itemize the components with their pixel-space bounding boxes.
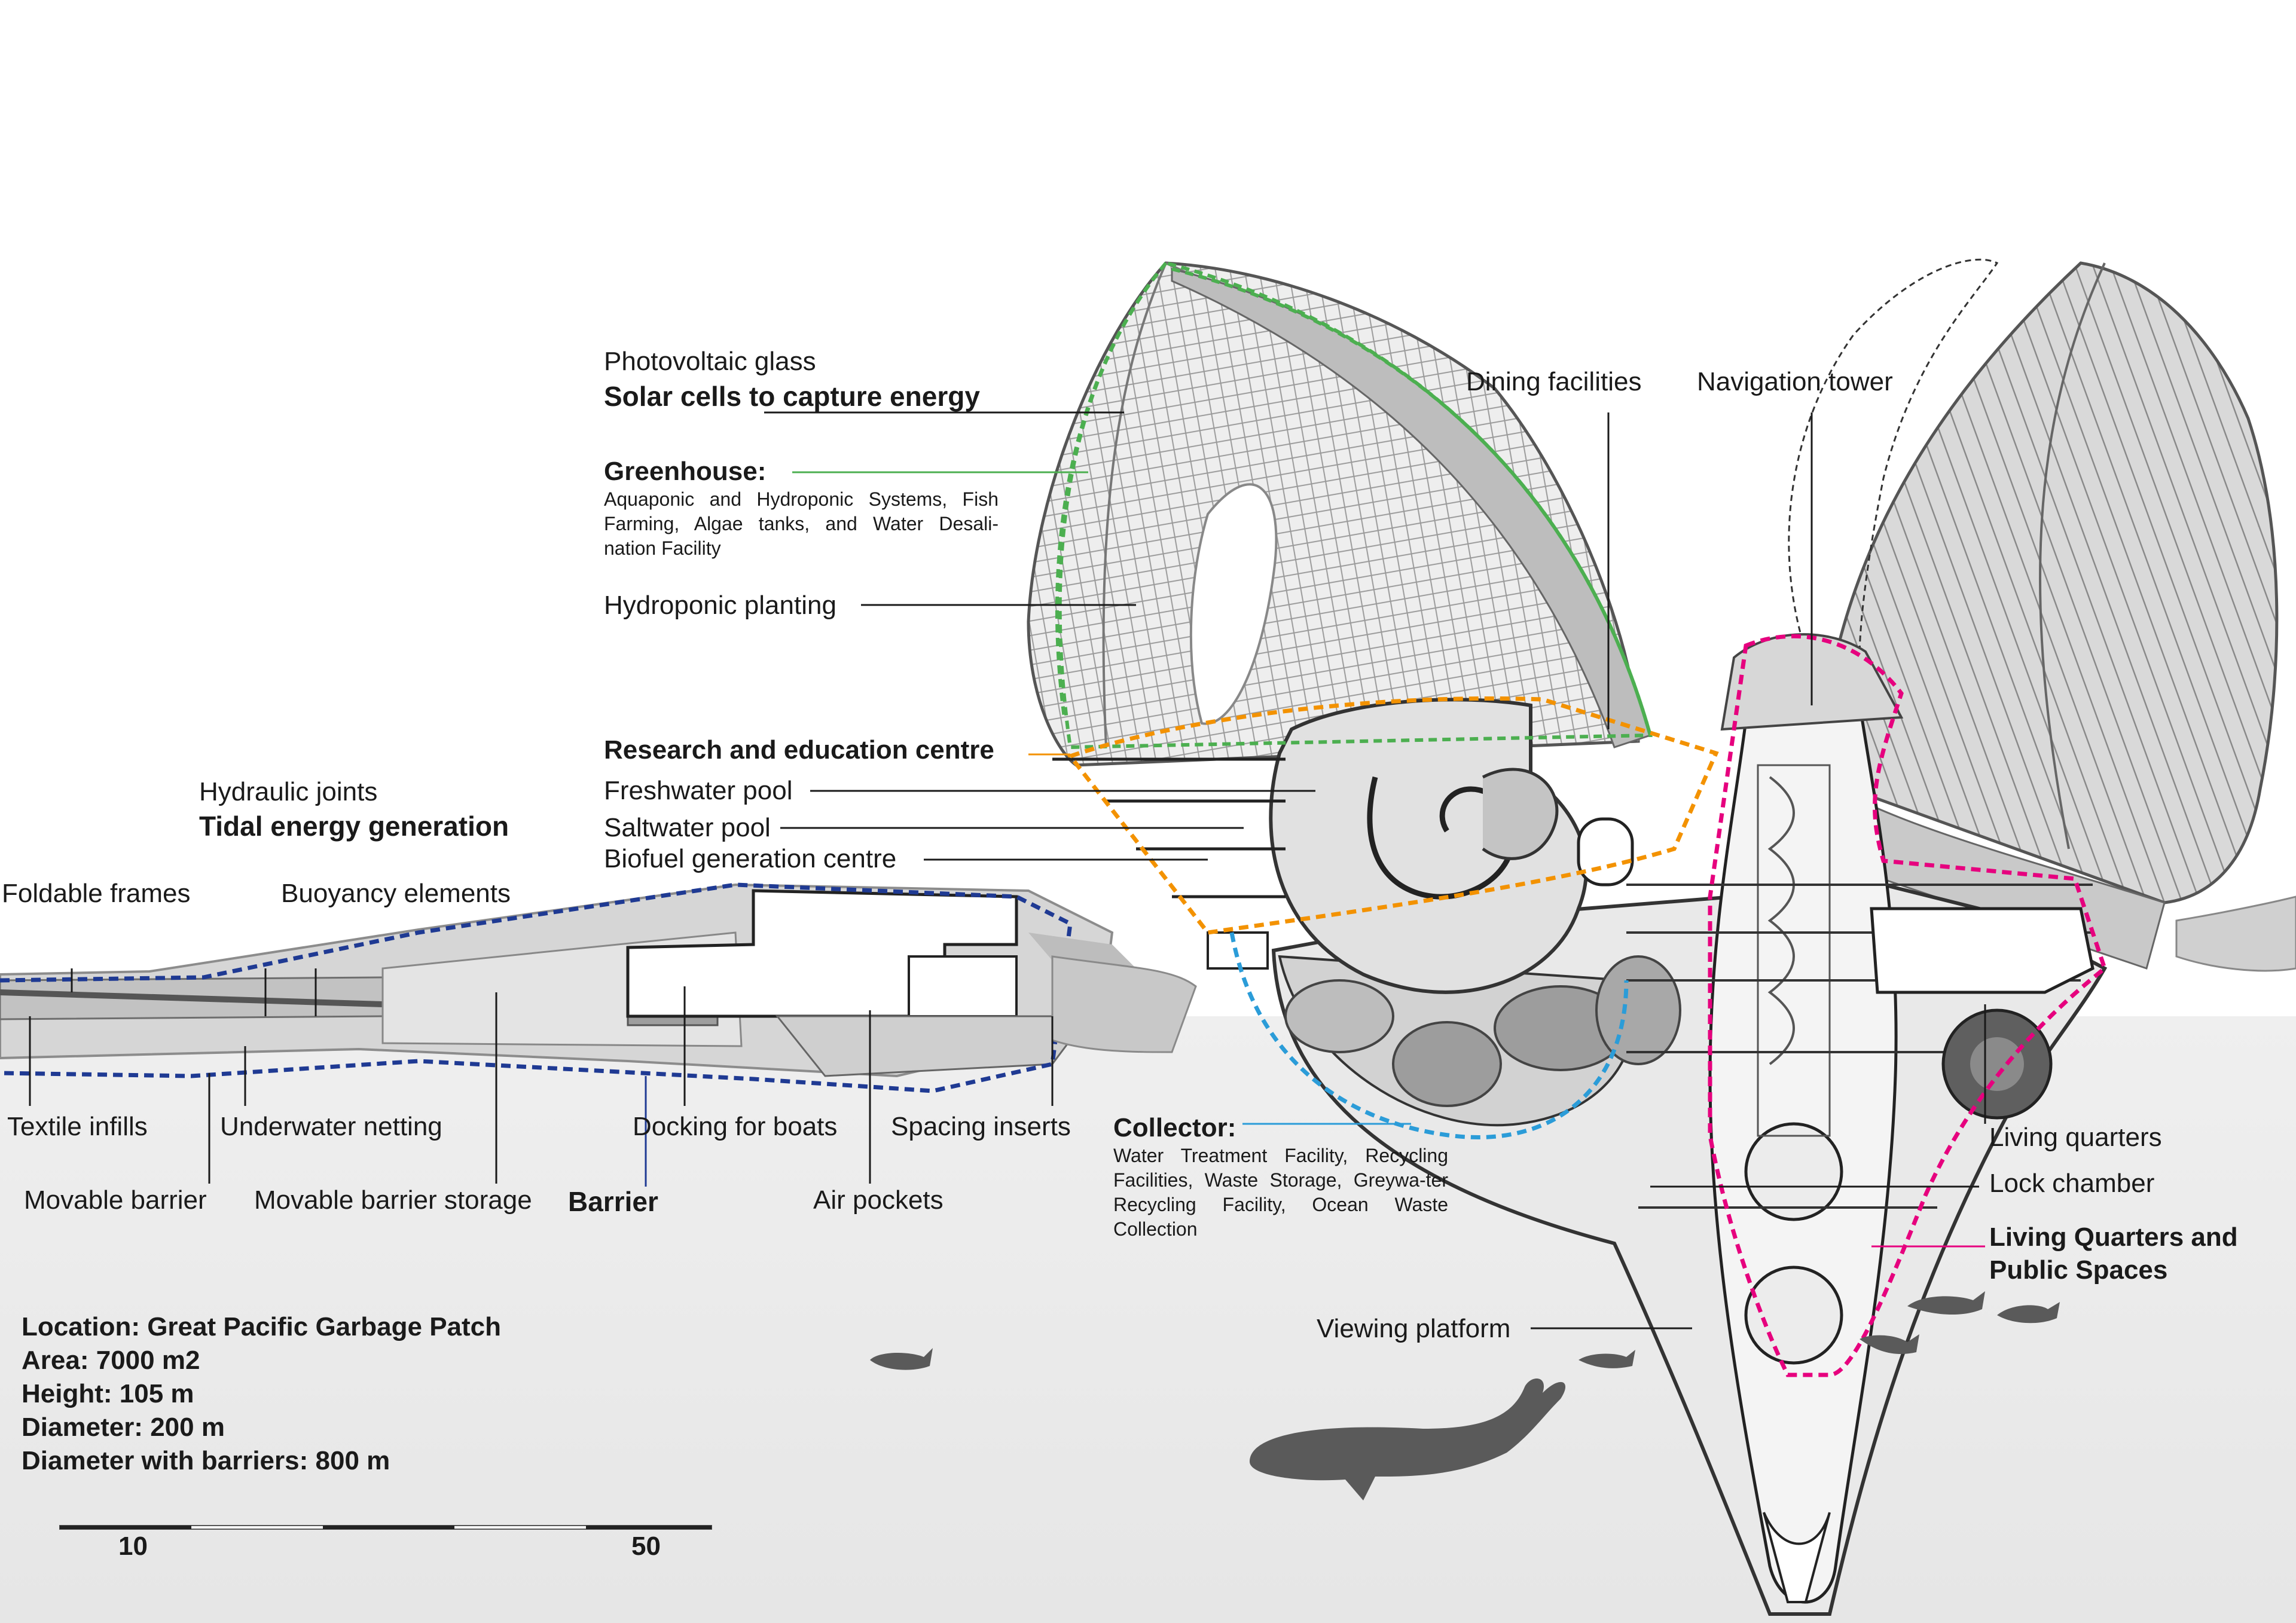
label-textile-infills: Textile infills xyxy=(7,1112,148,1141)
label-greenhouse: Greenhouse: xyxy=(604,457,767,486)
label-lock-chamber: Lock chamber xyxy=(1989,1169,2155,1198)
whale-silhouettes xyxy=(870,1291,2060,1500)
label-freshwater-pool: Freshwater pool xyxy=(604,776,793,805)
scale-bar xyxy=(59,1525,712,1530)
label-saltwater-pool: Saltwater pool xyxy=(604,813,771,842)
navigation-tower-outline xyxy=(1788,258,1999,659)
label-air-pockets: Air pockets xyxy=(813,1185,944,1215)
label-dining-facilities: Dining facilities xyxy=(1466,367,1642,396)
info-area: Area: 7000 m2 xyxy=(22,1346,200,1375)
scale-label-left: 10 xyxy=(118,1532,148,1561)
greenhouse-outline xyxy=(1058,261,1653,750)
label-hydroponic-planting: Hydroponic planting xyxy=(604,591,836,620)
label-solar-cells: Solar cells to capture energy xyxy=(604,381,980,412)
label-collector-desc: Water Treatment Facility, Recycling Faci… xyxy=(1113,1145,1448,1240)
label-collector: Collector: xyxy=(1113,1113,1236,1142)
label-navigation-tower: Navigation tower xyxy=(1697,367,1893,396)
collector-outline xyxy=(1229,932,1629,1140)
info-diameter-barriers: Diameter with barriers: 800 m xyxy=(22,1446,390,1475)
greenhouse-dome xyxy=(1027,261,1652,767)
label-living-public-1: Living Quarters and xyxy=(1989,1222,2238,1252)
label-hydraulic-joints: Hydraulic joints xyxy=(199,777,378,806)
info-diameter: Diameter: 200 m xyxy=(22,1413,225,1442)
label-docking: Docking for boats xyxy=(633,1112,838,1141)
label-tidal-energy: Tidal energy generation xyxy=(199,811,509,842)
label-barrier: Barrier xyxy=(568,1186,658,1217)
label-greenhouse-desc: Aquaponic and Hydroponic Systems, Fish F… xyxy=(604,488,999,559)
label-living-public-2: Public Spaces xyxy=(1989,1255,2168,1285)
label-movable-barrier: Movable barrier xyxy=(24,1185,207,1215)
living-outline xyxy=(1708,634,2108,1377)
leader-lines xyxy=(29,411,1986,1329)
label-underwater-netting: Underwater netting xyxy=(220,1112,442,1141)
label-living-quarters: Living quarters xyxy=(1989,1123,2162,1152)
label-buoyancy-elements: Buoyancy elements xyxy=(281,879,511,908)
info-height: Height: 105 m xyxy=(22,1379,194,1408)
research-outline xyxy=(1067,696,1719,935)
label-research-centre: Research and education centre xyxy=(604,735,994,765)
label-biofuel-centre: Biofuel generation centre xyxy=(604,844,897,873)
label-foldable-frames: Foldable frames xyxy=(2,879,191,908)
scale-label-right: 50 xyxy=(631,1532,661,1561)
label-movable-barrier-storage: Movable barrier storage xyxy=(254,1185,532,1215)
label-photovoltaic-glass: Photovoltaic glass xyxy=(604,347,816,376)
label-viewing-platform: Viewing platform xyxy=(1317,1314,1511,1343)
label-spacing-inserts: Spacing inserts xyxy=(891,1112,1071,1141)
barrier-arm xyxy=(0,882,1197,1093)
info-location: Location: Great Pacific Garbage Patch xyxy=(22,1312,502,1341)
